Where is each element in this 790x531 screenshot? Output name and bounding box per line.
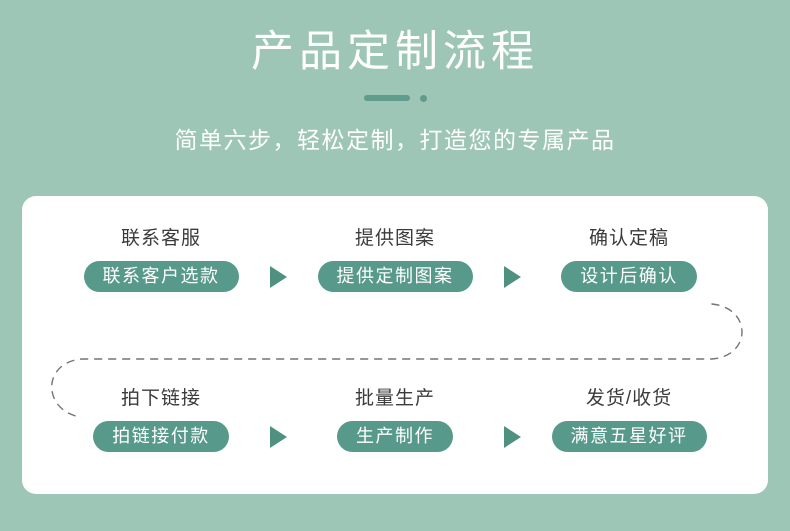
step-1[interactable]: 联系客服 联系客户选款 <box>63 226 259 292</box>
step-title: 批量生产 <box>354 388 435 409</box>
step-2[interactable]: 提供图案 提供定制图案 <box>297 226 493 292</box>
triangle-right-icon <box>503 425 521 448</box>
step-pill[interactable]: 生产制作 <box>337 421 453 452</box>
page-title: 产品定制流程 <box>251 28 539 76</box>
flow-rows: 联系客服 联系客户选款 提供图案 提供定制图案 确认定稿 设计后确认 <box>22 196 768 494</box>
step-title: 提供图案 <box>354 228 435 249</box>
arrow-3 <box>259 421 297 452</box>
step-title: 联系客服 <box>120 228 201 249</box>
flow-row-1: 联系客服 联系客户选款 提供图案 提供定制图案 确认定稿 设计后确认 <box>22 226 768 292</box>
arrow-4 <box>493 421 531 452</box>
step-title: 确认定稿 <box>588 228 669 249</box>
triangle-right-icon <box>269 425 287 448</box>
step-pill[interactable]: 联系客户选款 <box>83 261 239 292</box>
step-pill[interactable]: 满意五星好评 <box>551 421 707 452</box>
divider-dot-icon <box>419 94 427 102</box>
triangle-right-icon <box>269 265 287 288</box>
step-pill[interactable]: 设计后确认 <box>561 261 697 292</box>
divider <box>0 93 790 103</box>
flow-card: 联系客服 联系客户选款 提供图案 提供定制图案 确认定稿 设计后确认 <box>22 196 768 494</box>
arrow-1 <box>259 261 297 292</box>
step-pill[interactable]: 拍链接付款 <box>93 421 229 452</box>
step-title: 拍下链接 <box>120 388 201 409</box>
step-3[interactable]: 确认定稿 设计后确认 <box>531 226 727 292</box>
triangle-right-icon <box>503 265 521 288</box>
divider-bar-icon <box>363 95 410 101</box>
step-title: 发货/收货 <box>585 388 673 409</box>
arrow-2 <box>493 261 531 292</box>
step-6[interactable]: 发货/收货 满意五星好评 <box>531 386 727 452</box>
flow-row-2: 拍下链接 拍链接付款 批量生产 生产制作 发货/收货 满意五星好评 <box>22 386 768 452</box>
step-4[interactable]: 拍下链接 拍链接付款 <box>63 386 259 452</box>
step-pill[interactable]: 提供定制图案 <box>317 261 473 292</box>
page-subtitle: 简单六步，轻松定制，打造您的专属产品 <box>174 127 616 153</box>
step-5[interactable]: 批量生产 生产制作 <box>297 386 493 452</box>
